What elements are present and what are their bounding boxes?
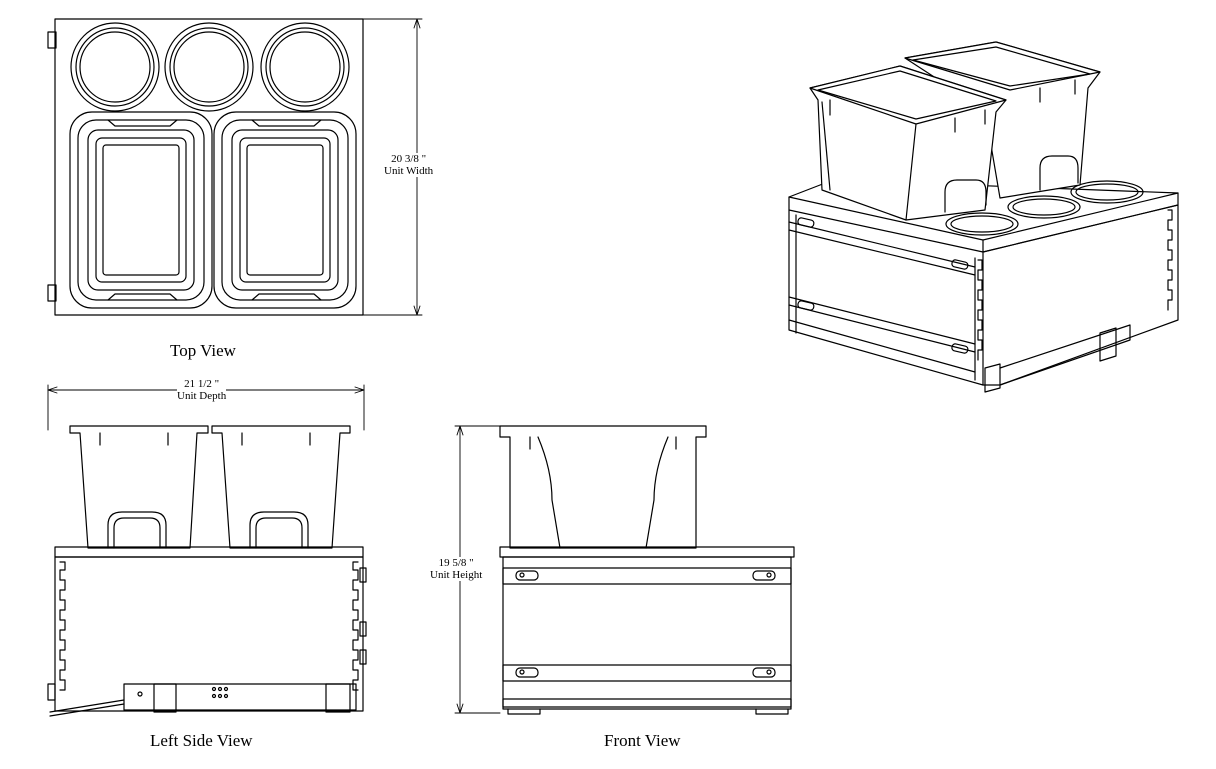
depth-dimension-label: 21 1/2 " Unit Depth (177, 378, 227, 402)
height-dimension-label: 19 5/8 " Unit Height (430, 557, 483, 581)
left-side-view-drawing (47, 384, 367, 717)
isometric-lid-holes (945, 180, 1144, 236)
top-view-caption: Top View (170, 341, 236, 360)
width-dimension-label: 20 3/8 " Unit Width (384, 153, 434, 177)
depth-dimension-value: 21 1/2 " (184, 378, 220, 390)
height-dimension-name: Unit Height (430, 569, 483, 581)
top-view-bin-right (213, 111, 357, 309)
top-view-drawing (47, 18, 423, 316)
height-dimension-value: 19 5/8 " (438, 557, 474, 569)
width-dimension-name: Unit Width (384, 165, 434, 177)
front-view-drawing (454, 425, 795, 715)
top-view-lid-holes (70, 22, 350, 112)
depth-dimension-name: Unit Depth (177, 390, 227, 402)
left-side-view-caption: Left Side View (150, 731, 253, 750)
isometric-bin-front (809, 65, 1007, 221)
top-view-bin-left (69, 111, 213, 309)
width-dimension-value: 20 3/8 " (391, 153, 427, 165)
front-view-caption: Front View (604, 731, 681, 750)
isometric-view-drawing (788, 41, 1179, 393)
